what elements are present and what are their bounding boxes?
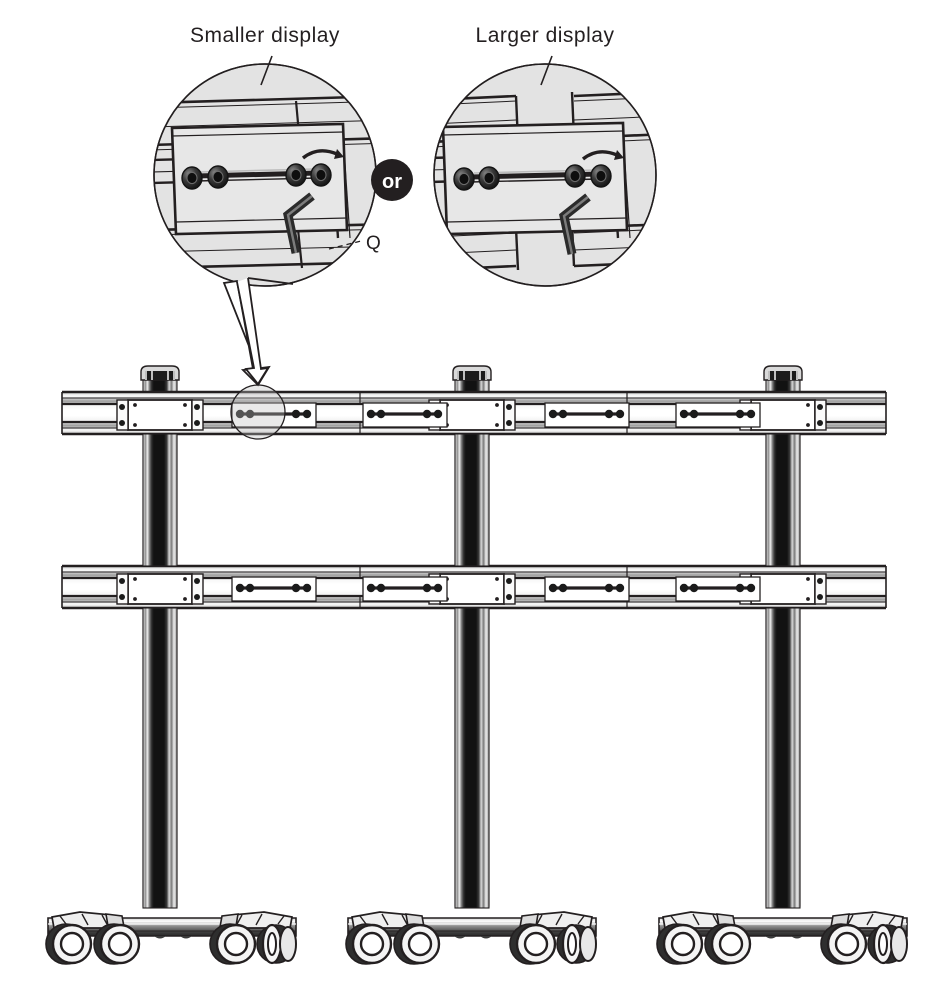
bolt-group (453, 164, 612, 191)
or-separator-badge: or (371, 159, 413, 201)
base-center (345, 911, 597, 965)
bolt-assembly (362, 576, 448, 602)
bracket-plate (116, 399, 204, 431)
base-left (45, 911, 297, 965)
hex-key-label: Q (366, 233, 381, 254)
caster-wheel (556, 923, 597, 965)
or-label: or (382, 171, 402, 193)
display-stand-frame (45, 365, 908, 965)
bolt-assembly (544, 576, 630, 602)
larger-display-leader (540, 55, 553, 86)
caster-wheel (209, 923, 257, 965)
bolt-group (181, 163, 332, 190)
caster-wheel (509, 923, 557, 965)
smaller-display-detail (153, 55, 377, 287)
caster-wheel (704, 923, 752, 965)
caster-wheel (867, 923, 908, 965)
rotation-arrow-icon (581, 150, 624, 161)
smaller-display-leader (260, 55, 273, 86)
smaller-display-title: Smaller display (190, 24, 340, 47)
bracket-plate (116, 573, 204, 605)
bolt-assembly (362, 402, 448, 428)
bolt-assembly (544, 402, 630, 428)
rotation-arrow-icon (301, 149, 344, 160)
bolt-assembly (231, 402, 317, 428)
caster-wheel (656, 923, 704, 965)
stand-columns-front (142, 433, 801, 909)
q-leader-line (328, 240, 362, 250)
larger-display-detail (433, 55, 657, 287)
caster-wheel (45, 923, 93, 965)
base-right (656, 911, 908, 965)
hex-key-icon (559, 193, 591, 255)
larger-display-title: Larger display (476, 24, 615, 47)
caster-wheel (345, 923, 393, 965)
bolt-assembly (675, 576, 761, 602)
hex-key-label-group: Q (328, 233, 381, 254)
hex-key-icon (283, 192, 315, 254)
caster-wheel (820, 923, 868, 965)
bolt-assembly (675, 402, 761, 428)
detail-marker-circle (230, 384, 286, 440)
bolt-assembly (231, 576, 317, 602)
caster-wheel (93, 923, 141, 965)
caster-wheel (256, 923, 297, 965)
caster-wheel (393, 923, 441, 965)
detail-zoom-arrow (222, 277, 294, 387)
